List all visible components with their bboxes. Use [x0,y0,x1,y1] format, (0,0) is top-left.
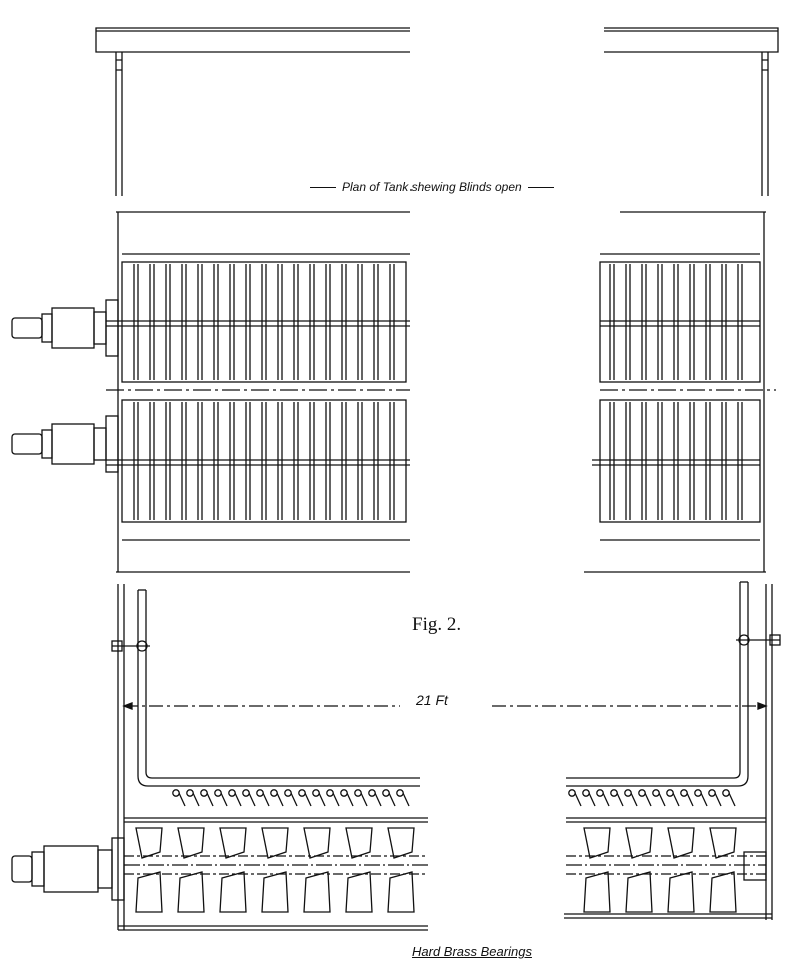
vane-lower [667,871,695,913]
vane-upper [625,827,653,859]
vane-lower [261,871,289,913]
lever-arm [728,792,736,807]
lever-pivot [284,789,292,797]
lever-pivot [582,789,590,797]
vane-lower [219,871,247,913]
lever-pivot [214,789,222,797]
lever-pivot [200,789,208,797]
shaft-upper [11,299,119,357]
lever-arm [276,792,284,807]
vane-lower [345,871,373,913]
lever-arm [658,792,666,807]
lever-arm [574,792,582,807]
lever-arm [192,792,200,807]
lever-arm [588,792,596,807]
lever-row [172,789,736,807]
lever-arm [672,792,680,807]
lever-pivot [326,789,334,797]
tank-section [11,581,781,931]
lever-pivot [186,789,194,797]
lever-pivot [610,789,618,797]
lever-arm [602,792,610,807]
shaft-section-right [743,851,767,881]
lever-pivot [396,789,404,797]
vane-lower [177,871,205,913]
lever-arm [178,792,186,807]
lever-pivot [242,789,250,797]
lever-pivot [228,789,236,797]
lever-pivot [708,789,716,797]
vane-upper [345,827,373,859]
lever-arm [374,792,382,807]
vane-upper [709,827,737,859]
vane-row [135,827,737,913]
vane-upper [387,827,415,859]
lever-arm [700,792,708,807]
lever-pivot [354,789,362,797]
lever-pivot [694,789,702,797]
vane-lower [583,871,611,913]
lever-arm [262,792,270,807]
lever-pivot [382,789,390,797]
vane-lower [625,871,653,913]
vane-upper [219,827,247,859]
lever-arm [304,792,312,807]
lever-pivot [172,789,180,797]
vane-upper [303,827,331,859]
plan-caption-text: Plan of Tank shewing Blinds open [342,180,522,194]
lever-arm [290,792,298,807]
vane-upper [261,827,289,859]
lever-arm [360,792,368,807]
lever-pivot [596,789,604,797]
lever-pivot [680,789,688,797]
lever-pivot [256,789,264,797]
lever-pivot [722,789,730,797]
vane-lower [135,871,163,913]
lever-pivot [270,789,278,797]
lever-arm [318,792,326,807]
lever-arm [644,792,652,807]
lever-arm [332,792,340,807]
dimension-label: 21 Ft [412,692,452,708]
lever-pivot [340,789,348,797]
vane-upper [667,827,695,859]
lever-arm [714,792,722,807]
lever-arm [346,792,354,807]
lever-pivot [666,789,674,797]
vane-lower [387,871,415,913]
lever-pivot [624,789,632,797]
vane-upper [177,827,205,859]
lever-arm [616,792,624,807]
tank-top-outline [95,27,779,196]
lever-arm [402,792,410,807]
lever-arm [234,792,242,807]
lever-pivot [312,789,320,797]
plan-caption: Plan of Tank shewing Blinds open [310,180,554,194]
lever-arm [388,792,396,807]
bearings-caption: Hard Brass Bearings [412,944,532,959]
lever-arm [686,792,694,807]
vane-upper [583,827,611,859]
vane-upper [135,827,163,859]
lever-pivot [368,789,376,797]
vane-lower [303,871,331,913]
lever-arm [206,792,214,807]
lever-pivot [652,789,660,797]
lever-pivot [638,789,646,797]
lever-pivot [568,789,576,797]
blind-slats [133,264,743,520]
blinds-plan [11,211,776,573]
lever-arm [220,792,228,807]
lever-pivot [298,789,306,797]
figure-label: Fig. 2. [412,614,462,635]
lever-arm [248,792,256,807]
lever-arm [630,792,638,807]
shaft-section-left [11,837,125,901]
vane-lower [709,871,737,913]
shaft-lower [11,415,119,473]
